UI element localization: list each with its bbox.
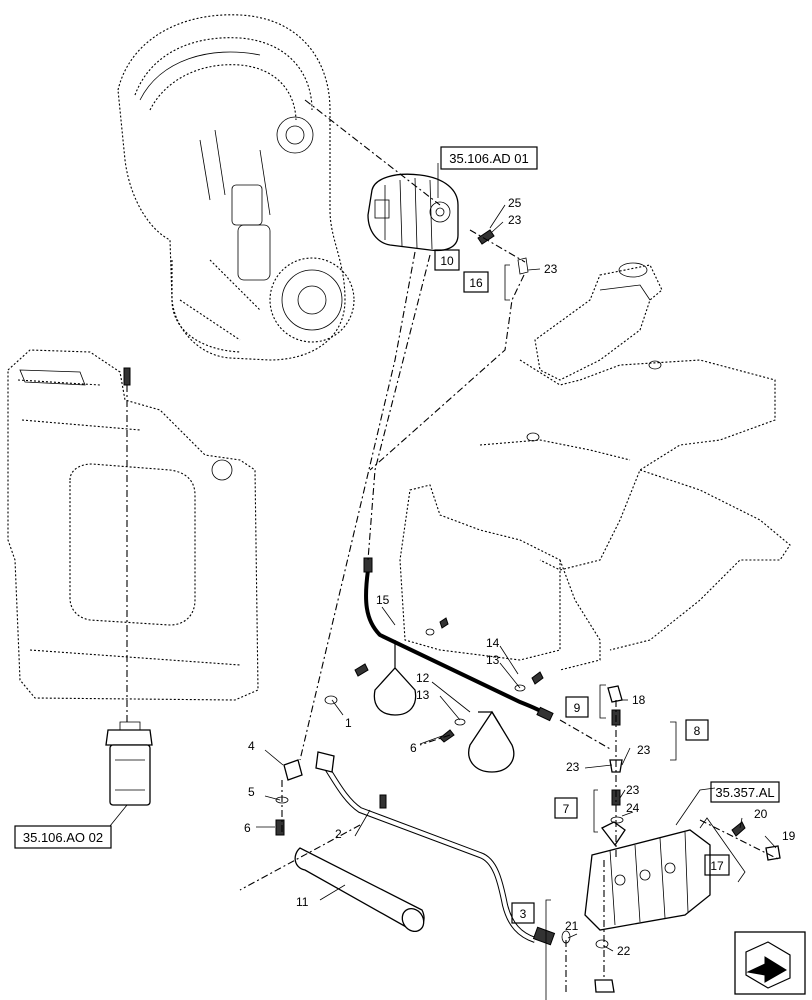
callout-23-left: 23 xyxy=(566,760,580,774)
boxed-callout-16: 16 xyxy=(463,271,489,293)
clamp-upper xyxy=(373,640,417,716)
callout-text: 10 xyxy=(440,254,454,268)
callout-text: 16 xyxy=(469,276,483,290)
filter-assembly xyxy=(105,721,153,806)
leader-lines xyxy=(109,163,777,952)
callout-15: 15 xyxy=(376,593,390,607)
callouts: 1 2 4 5 6 6 11 12 13 13 14 15 18 19 20 2… xyxy=(244,196,796,958)
callout-13-lower: 13 xyxy=(416,688,430,702)
reference-filter-box[interactable]: 35.106.AO 02 xyxy=(14,825,112,849)
callout-2: 2 xyxy=(335,827,342,841)
callout-text: 17 xyxy=(710,859,724,873)
boxed-callout-9: 9 xyxy=(565,696,589,718)
callout-22: 22 xyxy=(617,944,631,958)
callout-18: 18 xyxy=(632,693,646,707)
callout-6-upper: 6 xyxy=(410,741,417,755)
reference-valve-box[interactable]: 35.357.AL xyxy=(710,781,780,803)
reference-filter-label: 35.106.AO 02 xyxy=(23,830,103,845)
callout-20: 20 xyxy=(754,807,768,821)
callout-23-lower: 23 xyxy=(626,783,640,797)
group-brackets xyxy=(504,264,746,1000)
reference-pump-box[interactable]: 35.106.AD 01 xyxy=(440,146,538,170)
chassis-frame xyxy=(7,349,259,701)
callout-12: 12 xyxy=(416,671,430,685)
callout-text: 8 xyxy=(694,724,701,738)
axle-frame xyxy=(399,262,791,671)
callout-23-pump: 23 xyxy=(508,213,522,227)
clamp-lower xyxy=(468,710,515,773)
boxed-callout-10: 10 xyxy=(434,249,460,271)
callout-14: 14 xyxy=(486,636,500,650)
boxed-callout-8: 8 xyxy=(685,719,709,741)
next-page-arrow-icon[interactable] xyxy=(734,931,806,995)
callout-23-right: 23 xyxy=(637,743,651,757)
callout-19: 19 xyxy=(782,829,796,843)
reference-pump-label: 35.106.AD 01 xyxy=(449,151,529,166)
sleeve-11 xyxy=(294,847,425,933)
callout-23-fitting: 23 xyxy=(544,262,558,276)
hose-15 xyxy=(363,557,554,722)
callout-24: 24 xyxy=(626,801,640,815)
boxed-callout-17: 17 xyxy=(704,854,730,876)
callout-13-upper: 13 xyxy=(486,653,500,667)
boxed-callout-7: 7 xyxy=(554,797,578,819)
transmission-housing xyxy=(117,14,355,361)
callout-5: 5 xyxy=(248,785,255,799)
callout-1: 1 xyxy=(345,716,352,730)
callout-25: 25 xyxy=(508,196,522,210)
callout-6-lower: 6 xyxy=(244,821,251,835)
assembly-centerlines xyxy=(126,99,781,995)
pump-assembly xyxy=(367,173,459,252)
reference-valve-label: 35.357.AL xyxy=(715,785,774,800)
hose-2 xyxy=(315,751,556,946)
callout-11: 11 xyxy=(296,895,309,909)
callout-text: 3 xyxy=(520,907,527,921)
callout-4: 4 xyxy=(248,739,255,753)
boxed-callout-3: 3 xyxy=(511,902,535,924)
callout-21: 21 xyxy=(565,919,579,933)
callout-text: 7 xyxy=(563,802,570,816)
callout-text: 9 xyxy=(574,701,581,715)
